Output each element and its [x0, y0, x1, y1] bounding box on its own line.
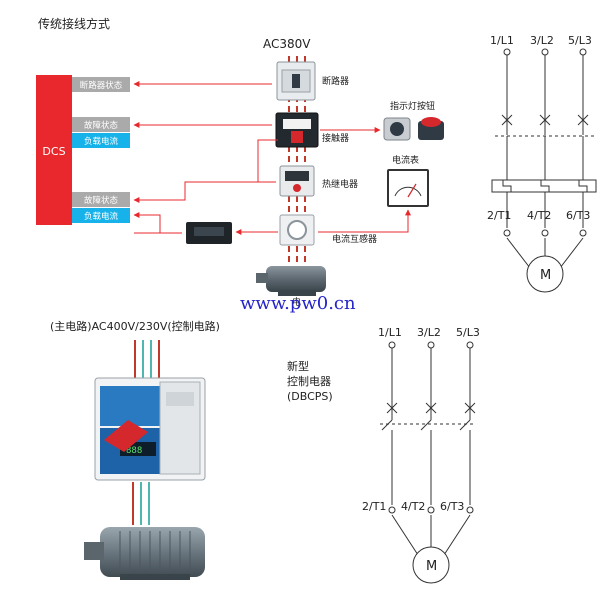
schematic-bottom	[380, 341, 476, 584]
signal-arrows	[133, 81, 411, 235]
watermark-url: www.pw0.cn	[240, 293, 356, 314]
thermal-relay-device	[279, 165, 315, 197]
schematic-top-terminal-in-1: 1/L1	[490, 34, 514, 47]
motor-bottom	[84, 527, 205, 580]
fault-status-label-1: 故障状态	[84, 120, 119, 131]
schematic-top-terminal-out-2: 4/T2	[527, 209, 551, 222]
dbcps-device: 888	[94, 377, 206, 481]
thermal-relay-label: 热继电器	[322, 178, 358, 190]
schematic-bottom-terminal-out-2: 4/T2	[401, 500, 425, 513]
bottom-supply-label: (主电路)AC400V/230V(控制电路)	[50, 319, 220, 333]
load-current-label-2: 负载电流	[84, 211, 119, 222]
traditional-title: 传统接线方式	[38, 16, 110, 31]
dcs-block: DCS 断路器状态 故障状态 负载电流 故障状态 负载电流	[36, 75, 130, 225]
schematic-bottom-terminal-in-3: 5/L3	[456, 326, 480, 339]
ammeter-label: 电流表	[392, 154, 419, 166]
schematic-bottom-terminal-in-1: 1/L1	[378, 326, 402, 339]
schematic-top-motor-label: M	[540, 268, 551, 283]
indicator-lamp-button	[383, 117, 444, 141]
contactor-device	[275, 112, 319, 148]
schematic-bottom-terminal-out-3: 6/T3	[440, 500, 464, 513]
motor-top	[256, 266, 326, 296]
motor-caption: 电	[292, 296, 301, 308]
supply-label-ac380: AC380V	[263, 37, 311, 51]
bottom-supply-wires	[132, 340, 160, 525]
current-transformer-device	[279, 214, 315, 246]
fault-status-label-2: 故障状态	[84, 195, 119, 206]
schematic-top-terminal-out-3: 6/T3	[566, 209, 590, 222]
new-type-line-3: (DBCPS)	[287, 390, 333, 403]
breaker-device	[276, 61, 316, 101]
indicator-button-label: 指示灯按钮	[390, 100, 435, 112]
load-current-label-1: 负载电流	[84, 136, 119, 147]
breaker-label: 断路器	[322, 75, 349, 87]
schematic-top-terminal-out-1: 2/T1	[487, 209, 511, 222]
svg-text:888: 888	[126, 446, 142, 456]
transducer-module	[186, 222, 232, 244]
schematic-top-terminal-in-2: 3/L2	[530, 34, 554, 47]
schematic-bottom-terminal-out-1: 2/T1	[362, 500, 386, 513]
schematic-top-terminal-in-3: 5/L3	[568, 34, 592, 47]
dcs-label: DCS	[42, 145, 65, 158]
new-type-line-2: 控制电器	[287, 374, 331, 388]
new-type-line-1: 新型	[287, 359, 309, 373]
current-transformer-label: 电流互感器	[332, 233, 377, 245]
breaker-status-label: 断路器状态	[80, 80, 123, 91]
ammeter-device	[387, 169, 429, 207]
schematic-bottom-motor-label: M	[426, 559, 437, 574]
contactor-label: 接触器	[322, 132, 349, 144]
schematic-top	[491, 48, 597, 293]
schematic-bottom-terminal-in-2: 3/L2	[417, 326, 441, 339]
